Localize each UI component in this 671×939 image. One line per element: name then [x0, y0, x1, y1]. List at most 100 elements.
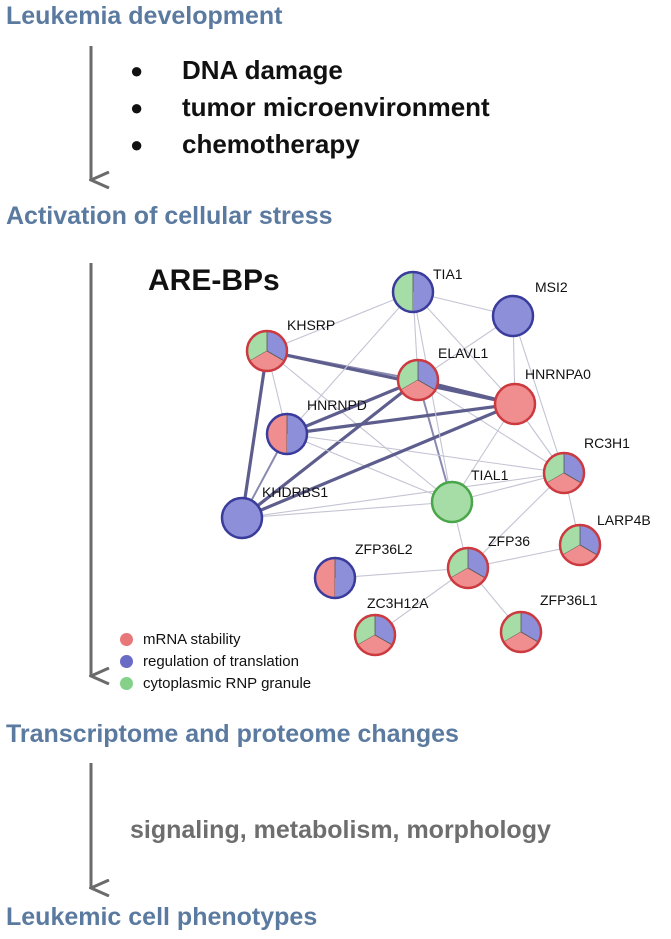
node-segment-blue [335, 558, 355, 598]
node-label-hnrnpd: HNRNPD [307, 397, 367, 413]
node-label-zc3h12a: ZC3H12A [367, 595, 429, 611]
network-node-larp4b[interactable]: LARP4B [558, 512, 651, 567]
node-label-khdrbs1: KHDRBS1 [262, 484, 328, 500]
network-edge [266, 291, 414, 352]
node-segment-green [393, 272, 413, 312]
node-outline [446, 546, 490, 590]
network-edge [286, 378, 419, 436]
node-label-hnrnpa0: HNRNPA0 [525, 366, 591, 382]
network-edge [412, 291, 516, 405]
node-label-msi2: MSI2 [535, 279, 568, 295]
node-outline [430, 480, 474, 524]
stress-factor-label: DNA damage [182, 55, 343, 85]
network-edge [412, 291, 453, 503]
node-label-rc3h1: RC3H1 [584, 435, 630, 451]
stress-factor-item: ●tumor microenvironment [130, 92, 490, 122]
node-segment-red [495, 384, 535, 424]
stress-factor-item: ●DNA damage [130, 55, 343, 85]
network-node-tial1[interactable]: TIAL1 [430, 467, 509, 524]
node-divider [563, 472, 582, 484]
network-node-zfp36[interactable]: ZFP36 [446, 533, 530, 590]
network-edge [286, 433, 453, 503]
network-edge [240, 350, 269, 519]
stress-factor-list: ●DNA damage ●tumor microenvironment ●che… [130, 52, 490, 163]
stress-factor-label: tumor microenvironment [182, 92, 490, 122]
network-edges [240, 291, 581, 636]
node-outline [558, 523, 602, 567]
node-outline [265, 412, 309, 456]
network-edge [512, 315, 565, 474]
node-label-khsrp: KHSRP [287, 317, 335, 333]
node-divider [579, 544, 598, 556]
stress-factor-item: ●chemotherapy [130, 129, 360, 159]
network-edge [241, 501, 453, 519]
network-edge [417, 379, 565, 474]
network-edge [286, 291, 414, 435]
node-segment-red [562, 545, 598, 565]
effects-text: signaling, metabolism, morphology [130, 816, 551, 844]
node-outline [542, 451, 586, 495]
node-segment-red [546, 473, 582, 493]
node-segment-blue [222, 498, 262, 538]
network-edge [241, 472, 565, 519]
network-node-rc3h1[interactable]: RC3H1 [542, 435, 630, 495]
network-node-khdrbs1[interactable]: KHDRBS1 [220, 484, 328, 540]
network-edge [286, 402, 516, 436]
node-outline [396, 358, 440, 402]
node-segment-red [315, 558, 335, 598]
node-segment-blue [287, 414, 307, 454]
stress-factor-label: chemotherapy [182, 129, 360, 159]
legend: mRNA stability regulation of translation… [120, 628, 311, 694]
network-title: ARE-BPs [148, 264, 280, 297]
node-divider [374, 634, 393, 646]
legend-item: regulation of translation [120, 650, 311, 672]
node-divider [520, 631, 539, 643]
legend-label: mRNA stability [143, 630, 241, 648]
node-outline [313, 556, 357, 600]
network-edge [286, 433, 565, 474]
network-node-elavl1[interactable]: ELAVL1 [396, 345, 489, 402]
legend-swatch-red [120, 632, 133, 646]
node-segment-blue [493, 296, 533, 336]
stage-transcriptome-proteome-changes: Transcriptome and proteome changes [6, 720, 459, 748]
node-label-zfp36l1: ZFP36L1 [540, 592, 598, 608]
legend-item: mRNA stability [120, 628, 311, 650]
node-label-tial1: TIAL1 [471, 467, 509, 483]
network-node-zfp36l1[interactable]: ZFP36L1 [499, 592, 598, 654]
node-divider [417, 379, 436, 391]
node-outline [491, 294, 535, 338]
node-label-zfp36l2: ZFP36L2 [355, 541, 413, 557]
network-edge [241, 402, 516, 520]
network-node-zc3h12a[interactable]: ZC3H12A [353, 595, 429, 657]
node-segment-blue [413, 272, 433, 312]
network-node-msi2[interactable]: MSI2 [491, 279, 568, 338]
node-label-tia1: TIA1 [433, 266, 463, 282]
network-node-hnrnpa0[interactable]: HNRNPA0 [493, 366, 591, 426]
node-segment-red [267, 414, 287, 454]
network-node-khsrp[interactable]: KHSRP [245, 317, 335, 373]
node-outline [220, 496, 264, 540]
network-edge [241, 378, 419, 520]
network-node-zfp36l2[interactable]: ZFP36L2 [313, 541, 413, 600]
node-outline [391, 270, 435, 314]
node-label-zfp36: ZFP36 [488, 533, 530, 549]
stage-leukemia-development: Leukemia development [6, 2, 283, 30]
node-divider [467, 567, 486, 579]
node-outline [493, 382, 537, 426]
legend-swatch-blue [120, 654, 133, 668]
network-edge [334, 567, 469, 579]
legend-swatch-green [120, 676, 133, 690]
legend-item: cytoplasmic RNP granule [120, 672, 311, 694]
node-outline [499, 610, 543, 654]
node-label-elavl1: ELAVL1 [438, 345, 489, 361]
stage-leukemic-cell-phenotypes: Leukemic cell phenotypes [6, 903, 318, 931]
network-node-hnrnpd[interactable]: HNRNPD [265, 397, 367, 456]
node-outline [245, 329, 289, 373]
node-segment-green [432, 482, 472, 522]
node-segment-red [503, 632, 539, 652]
network-node-tia1[interactable]: TIA1 [391, 266, 463, 314]
node-outline [353, 613, 397, 657]
node-divider [266, 350, 285, 362]
